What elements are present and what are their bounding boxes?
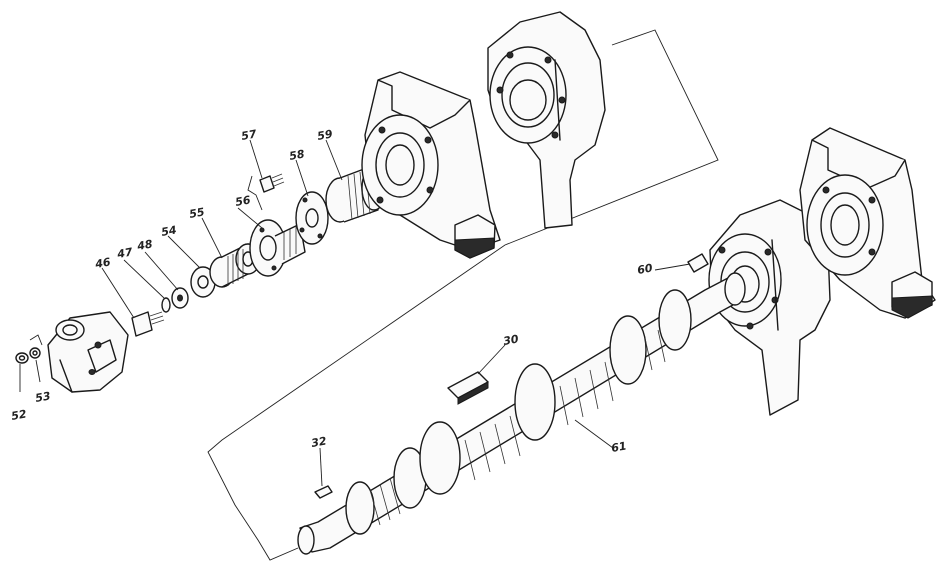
key-30 [447,371,489,405]
spring-washer-47 [161,297,171,313]
label-30: 30 [502,332,520,348]
disc-58 [295,191,329,245]
label-47: 47 [115,245,134,261]
label-32: 32 [310,434,328,450]
label-53: 53 [34,389,52,405]
label-58: 58 [288,147,306,163]
bolt-46 [131,311,165,337]
flange-56 [249,219,306,277]
lower-bearing-housing [799,127,936,319]
upper-bearing-housing [361,71,501,259]
label-59: 59 [316,127,334,143]
label-52: 52 [10,407,28,423]
washer-53 [29,347,41,359]
label-61: 61 [610,439,627,454]
label-56: 56 [234,193,252,209]
universal-joint-yoke [47,311,129,393]
key-32 [314,485,333,499]
label-54: 54 [160,223,177,238]
assembly-connection-lines [207,29,719,561]
main-splined-shaft-61 [297,272,746,555]
key-60 [687,253,709,273]
label-48: 48 [135,237,154,253]
upper-hanger-bracket [487,11,606,229]
nut-52 [15,352,29,364]
washer-48 [171,287,189,309]
label-46: 46 [93,255,112,271]
label-60: 60 [636,261,654,277]
label-57: 57 [240,127,258,143]
bolt-57 [247,173,285,211]
part-labels: 52 53 46 47 48 54 55 56 57 58 59 60 30 3… [10,127,654,455]
label-55: 55 [188,205,206,221]
leader-lines [19,139,691,487]
lower-hanger-bracket [708,199,831,416]
